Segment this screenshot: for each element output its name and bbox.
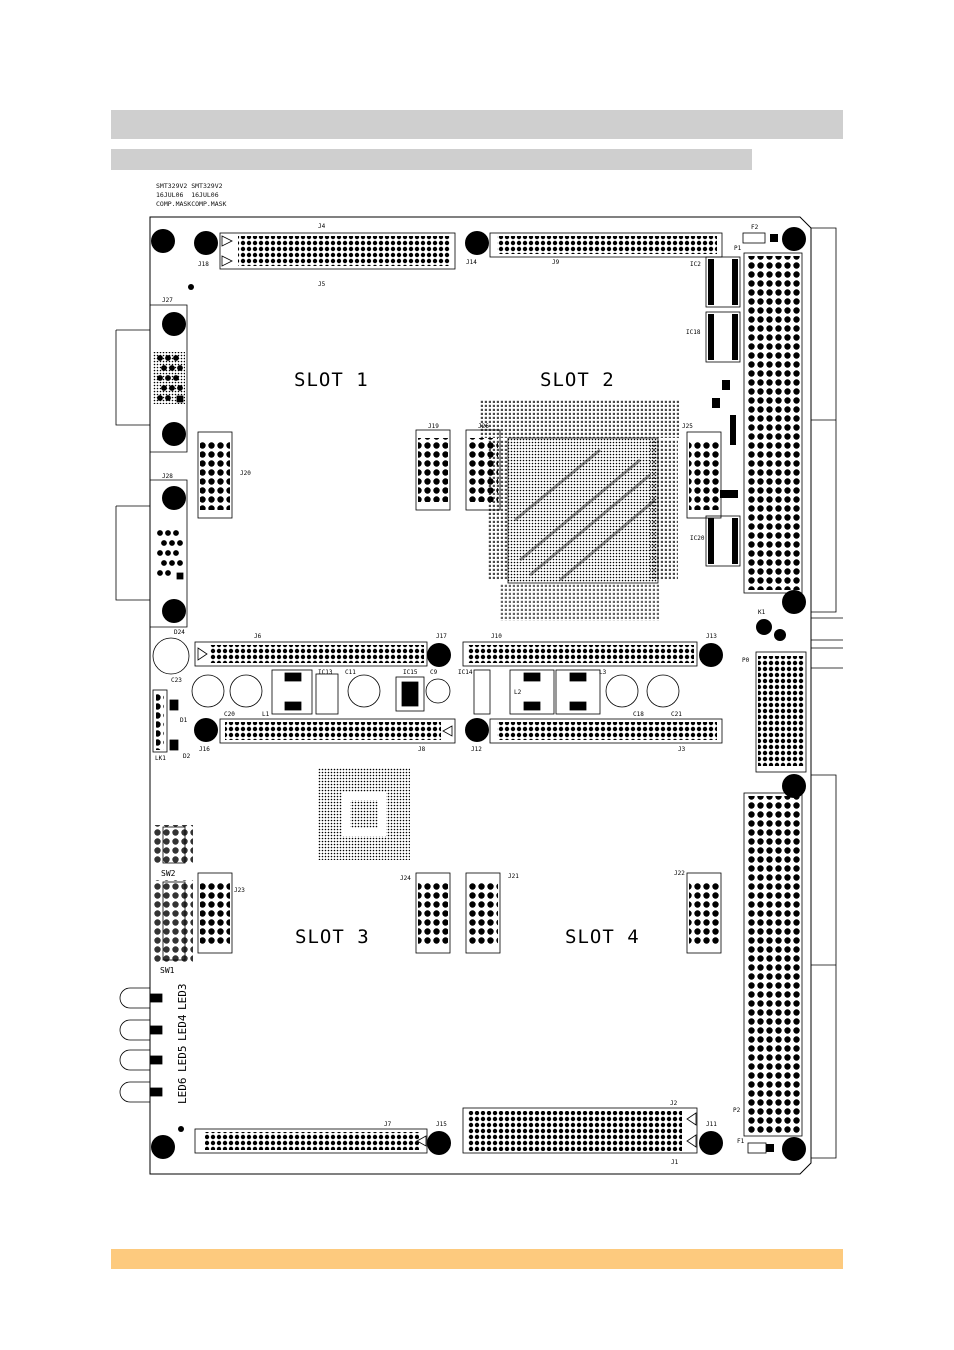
label-c18: C18 bbox=[633, 711, 644, 718]
top-connectors bbox=[219, 232, 723, 270]
label-p1: P1 bbox=[734, 245, 742, 252]
label-f1: F1 bbox=[737, 1138, 745, 1145]
fpga-bga-area bbox=[480, 400, 680, 621]
label-j28: J28 bbox=[162, 473, 173, 480]
label-f2: F2 bbox=[751, 224, 759, 231]
label-d24: D24 bbox=[174, 629, 185, 636]
label-j26: J26 bbox=[478, 423, 489, 430]
label-ic15: IC15 bbox=[403, 669, 418, 676]
label-j20: J20 bbox=[240, 470, 251, 477]
label-d2: D2 bbox=[183, 753, 191, 760]
label-c23: C23 bbox=[171, 677, 182, 684]
component-labels: P1 P2 P0 F1 F2 IC2 IC18 IC20 IC13 IC15 I… bbox=[155, 224, 766, 1145]
label-j9: J9 bbox=[552, 259, 560, 266]
dip-switches bbox=[153, 825, 193, 962]
label-c9: C9 bbox=[430, 669, 438, 676]
board-outline bbox=[149, 216, 812, 1175]
slot-2-label: SLOT 2 bbox=[540, 369, 615, 391]
label-j24: J24 bbox=[400, 875, 411, 882]
label-j3: J3 bbox=[678, 746, 686, 753]
label-c21: C21 bbox=[671, 711, 682, 718]
label-j1: J1 bbox=[671, 1159, 679, 1166]
slot-3-label: SLOT 3 bbox=[295, 926, 370, 948]
vga-connectors bbox=[115, 304, 188, 628]
label-j18: J18 bbox=[198, 261, 209, 268]
label-d1: D1 bbox=[180, 717, 188, 724]
connector-labels: J4 J5 J18 J14 J9 J27 J28 J20 J19 J26 J25… bbox=[162, 223, 717, 1166]
label-ic20: IC20 bbox=[690, 535, 705, 542]
board-revision-header: SMT329V2 SMT329V2 16JUL06 16JUL06 COMP.M… bbox=[156, 182, 226, 209]
label-j22: J22 bbox=[674, 870, 685, 877]
label-ic2: IC2 bbox=[690, 261, 701, 268]
label-p2: P2 bbox=[733, 1107, 741, 1114]
label-j17: J17 bbox=[436, 633, 447, 640]
slot-4-label: SLOT 4 bbox=[565, 926, 640, 948]
side-bracket-bottom bbox=[811, 774, 837, 1159]
label-c20: C20 bbox=[224, 711, 235, 718]
label-k1: K1 bbox=[758, 609, 766, 616]
label-lk1: LK1 bbox=[155, 755, 166, 762]
label-sw2: SW2 bbox=[161, 869, 176, 878]
label-j13: J13 bbox=[706, 633, 717, 640]
power-supply-section bbox=[152, 637, 680, 753]
label-j23: J23 bbox=[234, 887, 245, 894]
header-line-3: COMP.MASKCOMP.MASK bbox=[156, 200, 227, 208]
label-l2: L2 bbox=[514, 689, 522, 696]
label-j8: J8 bbox=[418, 746, 426, 753]
label-led3: LED3 bbox=[176, 984, 189, 1011]
bottom-connectors bbox=[194, 1107, 698, 1154]
label-j7: J7 bbox=[384, 1121, 392, 1128]
footer-bar bbox=[111, 1249, 843, 1269]
label-l1: L1 bbox=[262, 711, 270, 718]
label-j14: J14 bbox=[466, 259, 477, 266]
right-ics bbox=[705, 232, 778, 1154]
header-line-2: 16JUL06 16JUL06 bbox=[156, 191, 219, 199]
label-led5: LED5 bbox=[176, 1046, 189, 1073]
label-ic18: IC18 bbox=[686, 329, 701, 336]
mounting-holes bbox=[151, 227, 806, 1161]
label-j5: J5 bbox=[318, 281, 326, 288]
label-l3: L3 bbox=[599, 669, 607, 676]
label-j2: J2 bbox=[670, 1100, 678, 1107]
slot-1-label: SLOT 1 bbox=[294, 369, 369, 391]
label-led4: LED4 bbox=[176, 1014, 189, 1041]
vertical-headers bbox=[197, 429, 722, 954]
label-j21: J21 bbox=[508, 873, 519, 880]
label-j27: J27 bbox=[162, 297, 173, 304]
label-sw1: SW1 bbox=[160, 966, 175, 975]
label-j12: J12 bbox=[471, 746, 482, 753]
header-line-1: SMT329V2 SMT329V2 bbox=[156, 182, 223, 190]
label-ic14: IC14 bbox=[458, 669, 473, 676]
label-j19: J19 bbox=[428, 423, 439, 430]
label-j10: J10 bbox=[491, 633, 502, 640]
label-j15: J15 bbox=[436, 1121, 447, 1128]
middle-connectors bbox=[194, 641, 723, 744]
backplane-connectors bbox=[743, 252, 807, 1137]
header-bar-second bbox=[111, 149, 752, 170]
label-j4: J4 bbox=[318, 223, 326, 230]
label-ic13: IC13 bbox=[318, 669, 333, 676]
label-p0: P0 bbox=[742, 657, 750, 664]
label-j25: J25 bbox=[682, 423, 693, 430]
label-c11: C11 bbox=[345, 669, 356, 676]
status-leds bbox=[119, 987, 163, 1103]
label-led6: LED6 bbox=[176, 1078, 189, 1105]
header-bar-top bbox=[111, 110, 843, 139]
memory-bga-footprint bbox=[318, 768, 410, 860]
label-j11: J11 bbox=[706, 1121, 717, 1128]
label-j6: J6 bbox=[254, 633, 262, 640]
label-j16: J16 bbox=[199, 746, 210, 753]
